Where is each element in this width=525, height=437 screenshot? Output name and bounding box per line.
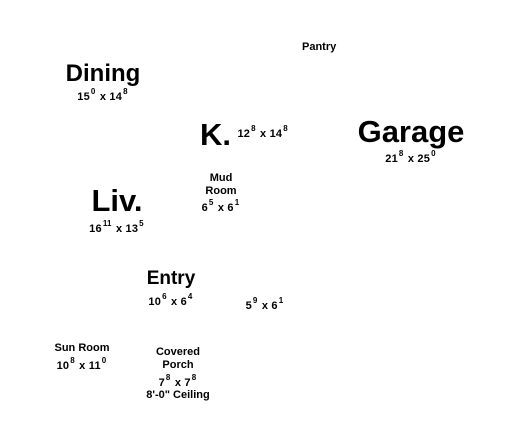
- room-unnamed: 59 x 61: [240, 296, 290, 312]
- room-living: Liv. 1611 x 135: [84, 185, 150, 235]
- room-dimensions: 78 x 78: [158, 373, 197, 389]
- room-name: Sun Room: [54, 342, 110, 354]
- room-covered-porch: Covered Porch 78 x 78 8'-0" Ceiling: [140, 346, 216, 401]
- room-dimensions: 108 x 110: [56, 356, 107, 372]
- room-name: Liv.: [91, 183, 143, 218]
- room-name-line-2: Porch: [162, 359, 194, 371]
- room-entry: Entry 106 x 64: [138, 269, 204, 308]
- room-pantry: Pantry: [302, 38, 336, 54]
- room-garage: Garage 218 x 250: [345, 116, 477, 165]
- room-sun-room: Sun Room 108 x 110: [50, 342, 114, 372]
- room-dimensions: 150 x 148: [77, 87, 128, 103]
- room-name-line-1: Mud: [209, 172, 233, 184]
- room-name-line-2: Room: [205, 185, 237, 197]
- room-name-line-1: Covered: [155, 346, 201, 358]
- room-dining: Dining 150 x 148: [58, 62, 148, 103]
- room-dimensions: 1611 x 135: [89, 219, 144, 235]
- room-dimensions: 218 x 250: [385, 149, 436, 165]
- room-name: Entry: [146, 268, 196, 289]
- room-dimensions: 128 x 148: [237, 124, 288, 140]
- room-dimensions: 106 x 64: [148, 292, 193, 308]
- room-name: Dining: [65, 60, 141, 87]
- room-mud-room: Mud Room 65 x 61: [196, 172, 246, 214]
- room-name: Garage: [357, 114, 465, 149]
- room-kitchen: K. 128 x 148: [200, 119, 289, 150]
- room-dimensions: 65 x 61: [201, 198, 240, 214]
- room-name: K.: [200, 117, 231, 152]
- ceiling-height-note: 8'-0" Ceiling: [146, 389, 210, 401]
- room-dimensions: 59 x 61: [245, 296, 284, 312]
- room-name: Pantry: [302, 41, 337, 53]
